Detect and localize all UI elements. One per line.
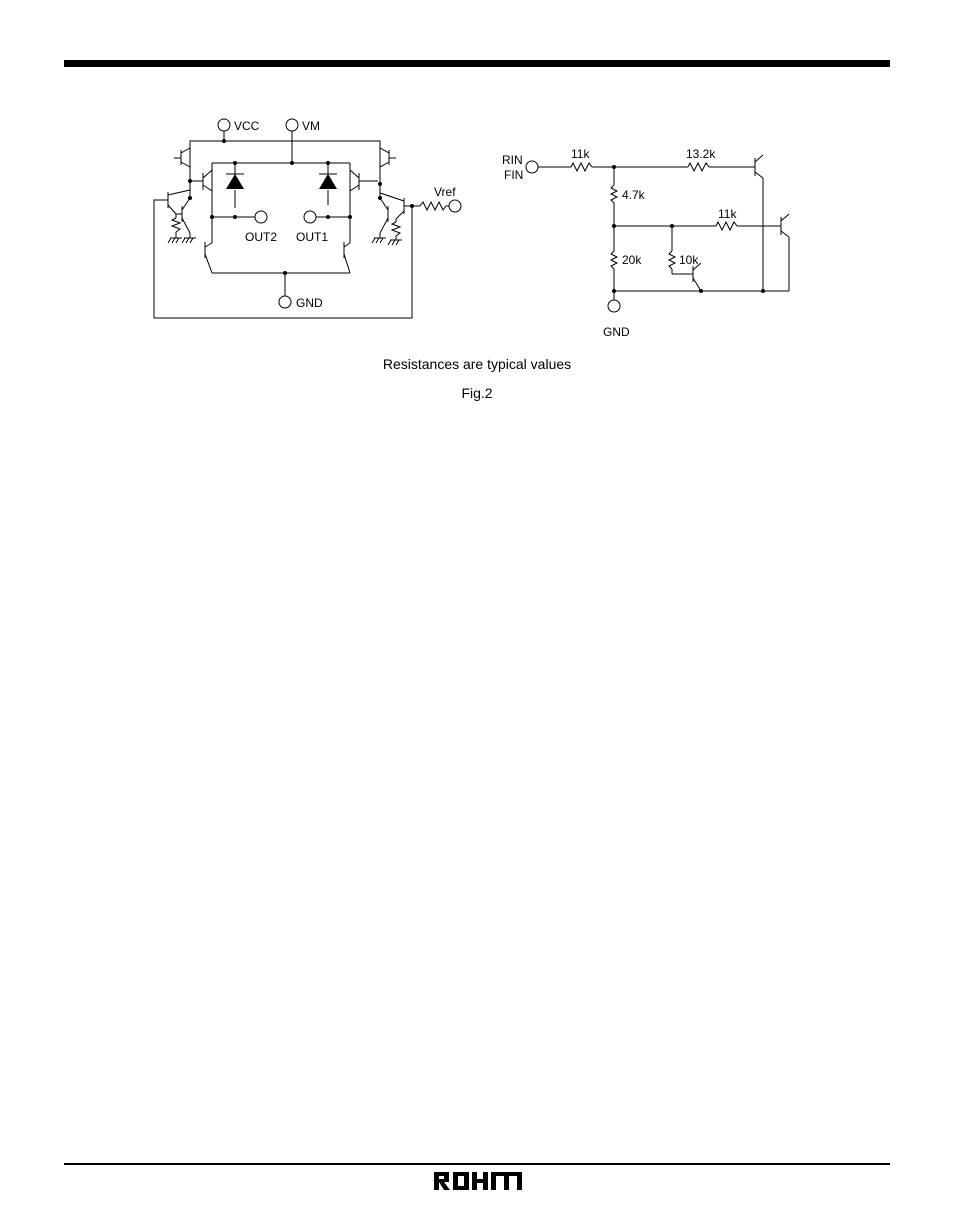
pin-vcc [218,119,230,131]
pin-out1 [304,211,316,223]
footer-rule [64,1163,890,1165]
rohm-logo [433,1170,523,1192]
figure-caption: Fig.2 [0,385,954,401]
label-vm: VM [302,119,320,133]
pin-gnd-right [608,300,620,312]
label-out1: OUT1 [296,230,328,244]
pin-vref [449,200,461,212]
label-rin: RIN [502,153,523,167]
label-r10k: 10k [679,253,699,267]
label-gnd-right: GND [603,325,630,339]
label-gnd-left: GND [296,296,323,310]
pin-gnd-left [279,296,291,308]
pin-vm [286,119,298,131]
pin-rin-fin [526,161,538,173]
diode-right [319,174,337,189]
label-r4-7k: 4.7k [622,188,646,202]
label-vcc: VCC [234,119,260,133]
label-r13-2k: 13.2k [686,147,716,161]
resistance-note: Resistances are typical values [0,356,954,372]
label-r20k: 20k [622,253,642,267]
label-r11k-in: 11k [571,147,590,161]
diode-left [226,174,244,189]
label-fin: FIN [504,168,523,182]
label-vref: Vref [434,185,456,199]
label-out2: OUT2 [245,230,277,244]
label-r11k-mid: 11k [718,207,737,221]
pin-out2 [255,211,267,223]
